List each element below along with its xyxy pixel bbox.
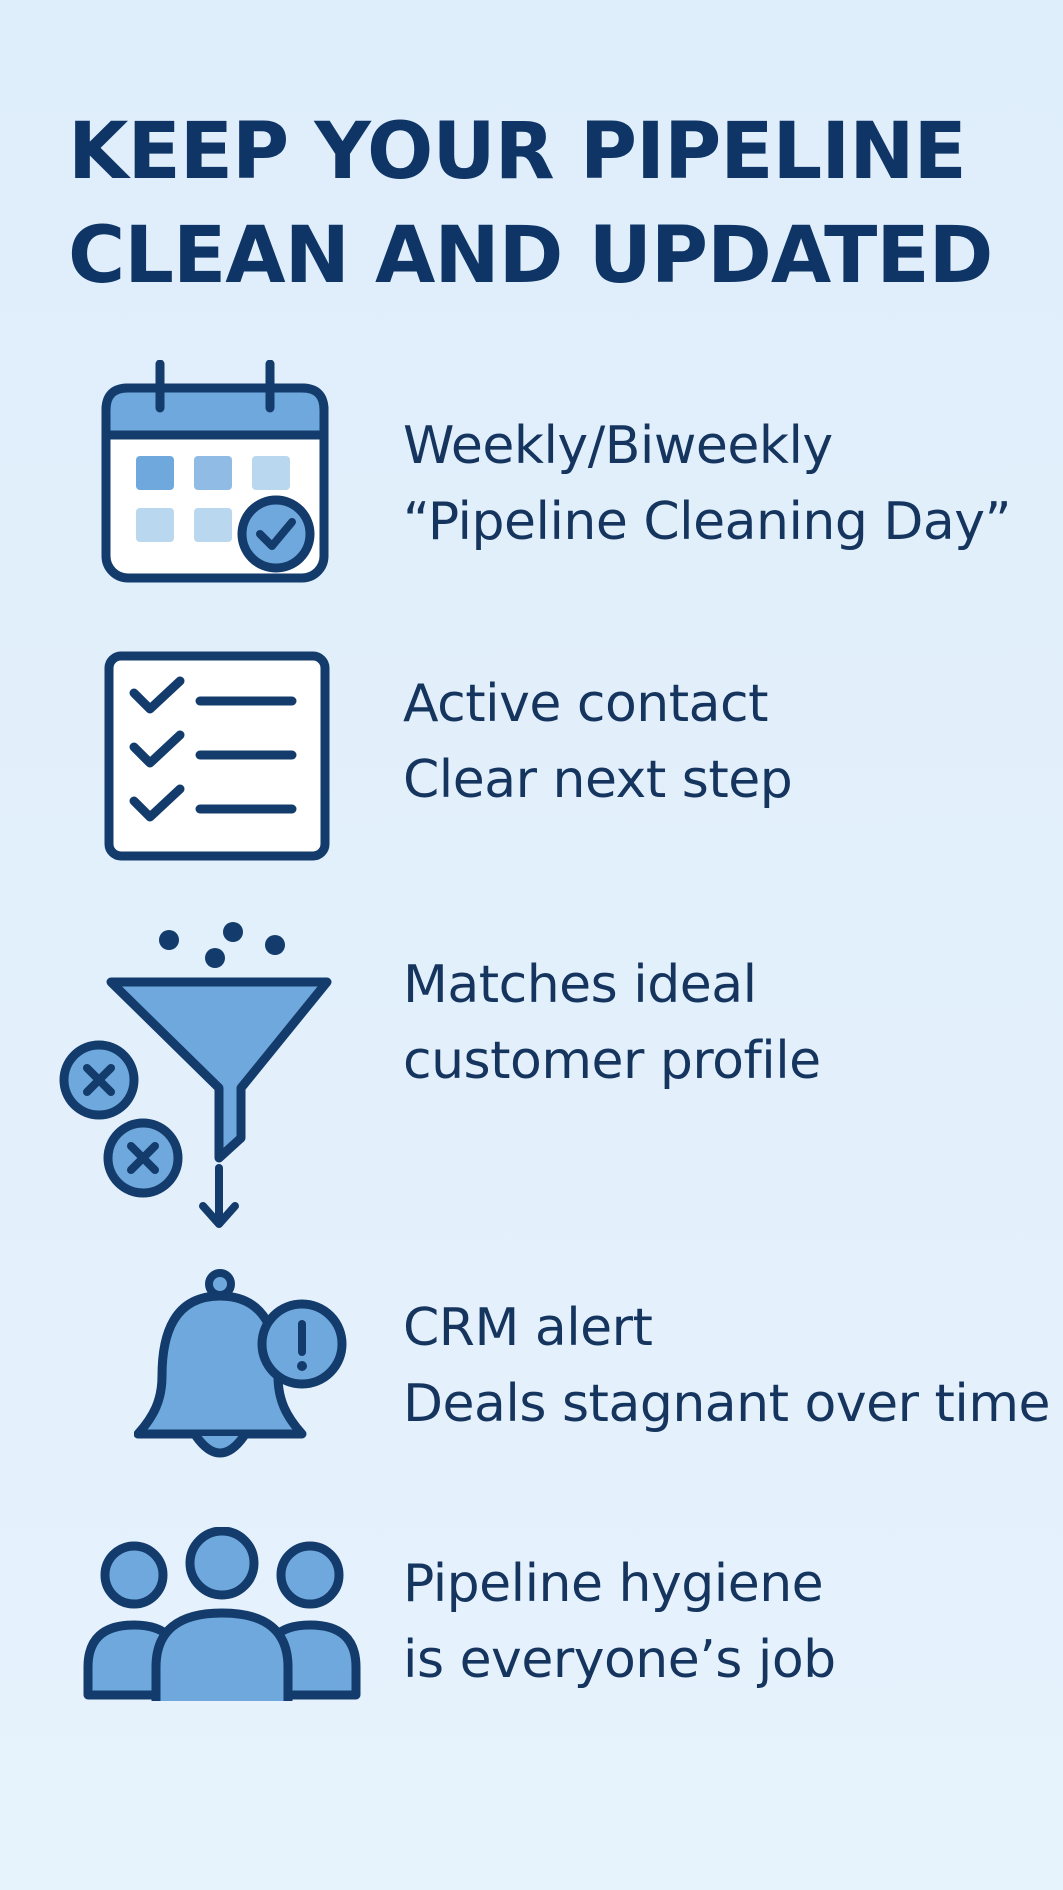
tip-text-hygiene: Pipeline hygiene is everyone’s job — [403, 1554, 836, 1690]
funnel-filter-icon — [59, 922, 332, 1228]
tip-text-active-contact: Active contact Clear next step — [403, 674, 793, 810]
title-line-1: KEEP YOUR PIPELINE — [68, 107, 967, 197]
bell-alert-icon — [134, 1269, 347, 1458]
team-icon — [83, 1527, 361, 1701]
title-line-2: CLEAN AND UPDATED — [68, 211, 993, 301]
page-title: KEEP YOUR PIPELINE CLEAN AND UPDATED — [68, 100, 1028, 308]
checklist-icon — [104, 651, 330, 861]
tip-text-cleaning-day: Weekly/Biweekly “Pipeline Cleaning Day” — [403, 416, 1012, 552]
tip-text-ideal-profile: Matches ideal customer profile — [403, 955, 821, 1091]
calendar-check-icon — [101, 360, 329, 583]
tip-text-crm-alert: CRM alert Deals stagnant over time — [403, 1298, 1051, 1434]
